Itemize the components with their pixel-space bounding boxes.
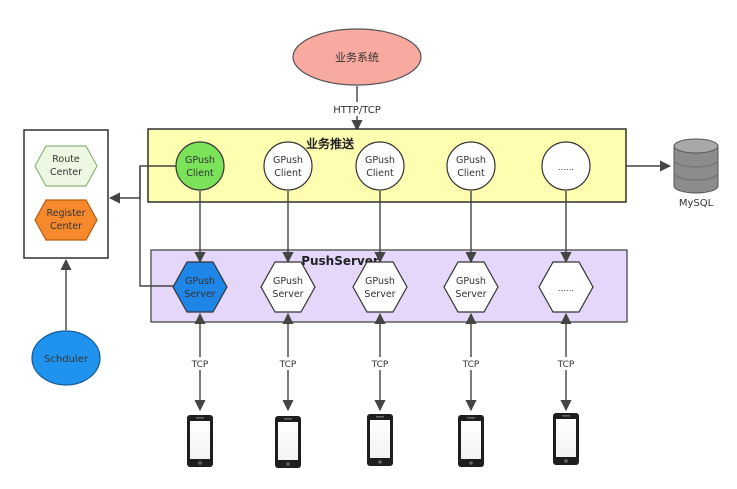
device-link-label: TCP [462,360,480,370]
mobile-phone-icon [367,414,393,466]
gpush-server-label: Server [184,289,215,300]
device-link-label: TCP [191,360,209,370]
device-link-label: TCP [557,360,575,370]
gpush-client-node [175,141,225,191]
device-link-label: TCP [371,360,389,370]
gpush-server-node [260,261,316,313]
route-center-node [34,145,98,187]
register-center-line1: Register [46,208,85,219]
device-link-label: TCP [279,360,297,370]
business-system-node [292,28,422,86]
register-center-node [34,199,98,241]
gpush-client-label: GPush [456,155,486,166]
gpush-server-label: GPush [185,276,215,287]
gpush-server-label: GPush [456,276,486,287]
mobile-phone-icon [275,416,301,468]
gpush-server-label: Server [272,289,303,300]
gpush-client-node [541,141,591,191]
gpush-client-label: Client [366,168,394,179]
gpush-client-label: GPush [365,155,395,166]
business-push-title: 业务推送 [306,136,355,151]
mobile-phone-icon [553,413,579,465]
gpush-client-label: GPush [273,155,303,166]
gpush-client-label: Client [457,168,485,179]
push-server-title: PushServer [301,254,379,268]
gpush-client-label: Client [186,168,214,179]
server-to-registry-link [139,166,175,287]
scheduler-label: Schduler [44,354,89,365]
register-center-line2: Center [50,221,82,232]
mobile-phone-icon [187,415,213,467]
mysql-database-icon [673,138,719,194]
gpush-server-label: …… [558,284,574,293]
business-system-label: 业务系统 [335,51,379,64]
gpush-server-node [352,261,408,313]
gpush-client-node [355,141,405,191]
mobile-phone-icon [458,415,484,467]
gpush-client-label: …… [558,163,574,172]
route-center-line2: Center [50,167,82,178]
route-center-line1: Route [52,154,80,165]
gpush-server-label: Server [364,289,395,300]
gpush-server-node [443,261,499,313]
gpush-server-label: Server [455,289,486,300]
gpush-client-node [446,141,496,191]
top-link-label: HTTP/TCP [333,105,381,116]
gpush-client-label: GPush [185,155,215,166]
gpush-server-node [172,261,228,313]
gpush-server-node [538,261,594,313]
gpush-client-node [263,141,313,191]
gpush-server-label: GPush [273,276,303,287]
gpush-server-label: GPush [365,276,395,287]
gpush-client-label: Client [274,168,302,179]
mysql-database-label: MySQL [679,198,714,209]
scheduler-node [31,330,101,386]
